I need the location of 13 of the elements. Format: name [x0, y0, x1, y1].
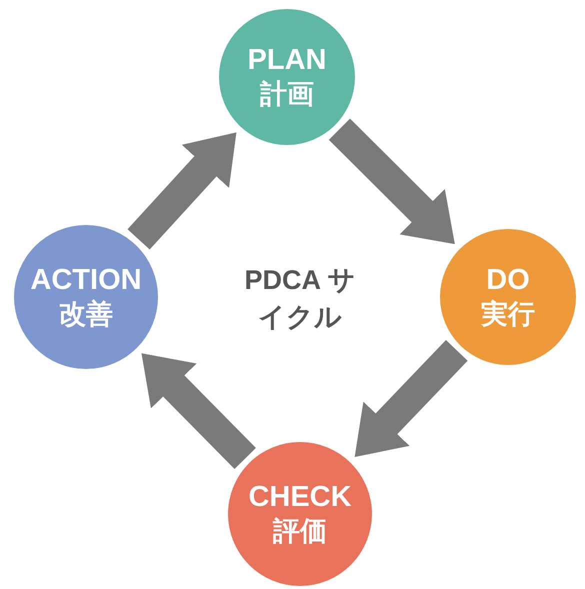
stage-name: ACTION — [30, 263, 142, 298]
stage-name: DO — [486, 263, 530, 298]
stage-subtitle: 計画 — [260, 78, 314, 112]
center-label: PDCA サイクル — [244, 264, 356, 334]
stage-subtitle: 実行 — [481, 298, 535, 332]
arrow — [354, 340, 468, 457]
arrow — [141, 353, 256, 469]
stage-subtitle: 評価 — [273, 515, 327, 548]
stage-subtitle: 改善 — [59, 298, 113, 332]
stage-name: CHECK — [248, 480, 352, 515]
arrow — [328, 118, 455, 244]
stage-name: PLAN — [248, 43, 326, 78]
arrow — [128, 132, 236, 250]
